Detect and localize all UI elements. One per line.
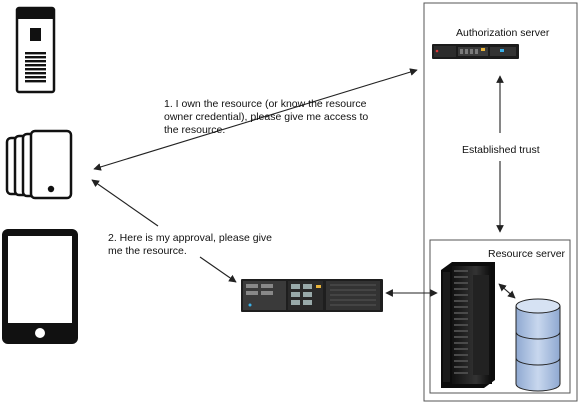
desktop-tower-icon (15, 6, 56, 94)
appliance-server-icon (241, 279, 383, 312)
resource-server-panel (429, 239, 571, 394)
arrow-approval-to-appliance (199, 256, 237, 283)
phone-stack-icon (5, 129, 73, 200)
tablet-icon (2, 229, 78, 344)
step2-approval-text: 2. Here is my approval, please give me t… (108, 232, 272, 257)
rack-server-icon (432, 44, 519, 59)
arrow-client-to-auth-server (93, 68, 418, 171)
resource-server-label: Resource server (488, 248, 566, 260)
arrow-approval-to-client (91, 179, 159, 227)
arrow-rack-to-database (498, 283, 516, 299)
rack-cabinet-icon (441, 262, 495, 388)
server-zone-frame (423, 2, 578, 402)
step1-request-text: 1. I own the resource (or know the resou… (164, 98, 369, 136)
authorization-server-label: Authorization server (456, 27, 550, 39)
database-icon (515, 298, 561, 392)
established-trust-label: Established trust (462, 144, 540, 156)
